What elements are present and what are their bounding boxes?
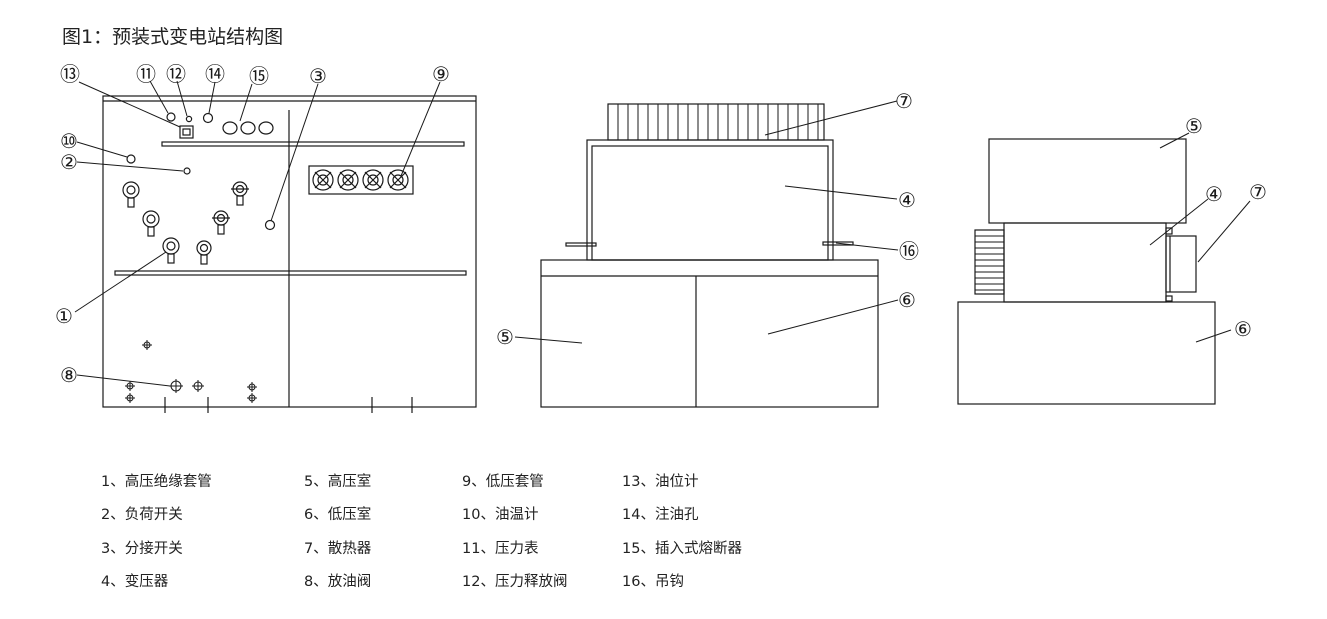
tap-changer	[264, 219, 276, 231]
oil-drain-valves	[125, 340, 257, 403]
callout-number: ④	[1205, 182, 1223, 206]
base-housing	[540, 259, 879, 408]
legend-item: 9、低压套管	[462, 474, 544, 490]
pressure-gauge	[166, 112, 176, 122]
legend-item: 8、放油阀	[304, 574, 372, 590]
callout-number: ⑪	[136, 62, 156, 86]
end-leaders	[1149, 132, 1251, 343]
callout-number: ⑯	[899, 239, 919, 263]
lv-compartment	[957, 301, 1216, 405]
front-leaders	[74, 80, 441, 387]
lower-shelf	[114, 270, 467, 276]
legend-item: 3、分接开关	[101, 541, 183, 557]
legend-item: 6、低压室	[304, 507, 372, 523]
legend-item: 5、高压室	[304, 474, 372, 490]
callout-number: ⑮	[249, 64, 269, 88]
load-switch	[183, 167, 191, 175]
end-view	[957, 132, 1251, 405]
callout-number: ⑩	[60, 129, 78, 153]
hook-left	[565, 242, 597, 247]
callout-number: ⑤	[496, 325, 514, 349]
callout-number: ⑥	[1234, 317, 1252, 341]
transformer-tank	[1003, 222, 1167, 303]
fuse-2	[240, 121, 256, 135]
fuse-1	[222, 121, 238, 135]
legend-item: 12、压力释放阀	[462, 574, 568, 590]
callout-number: ⑥	[898, 288, 916, 312]
legend-item: 16、吊钩	[622, 574, 684, 590]
legend-item: 13、油位计	[622, 474, 699, 490]
front-view	[74, 80, 477, 413]
legend-item: 2、负荷开关	[101, 507, 183, 523]
diagram-title: 图1：预装式变电站结构图	[62, 26, 284, 48]
lv-bushings	[308, 165, 414, 195]
oil-filling-hole	[202, 112, 214, 124]
hv-compartment	[988, 138, 1187, 224]
callout-number: ①	[55, 304, 73, 328]
fuse-3	[258, 121, 274, 135]
callout-number: ⑤	[1185, 114, 1203, 138]
legend-item: 1、高压绝缘套管	[101, 474, 212, 490]
side-view	[514, 100, 899, 408]
radiator	[607, 103, 825, 141]
callout-number: ⑭	[205, 62, 225, 86]
callout-number: ⑦	[895, 89, 913, 113]
legend-item: 10、油温计	[462, 507, 539, 523]
transformer-body	[586, 139, 834, 261]
oil-thermometer	[126, 154, 136, 164]
callout-number: ②	[60, 150, 78, 174]
oil-level-gauge	[179, 125, 194, 139]
callout-number: ⑫	[166, 62, 186, 86]
upper-shelf	[161, 141, 465, 147]
side-leaders	[514, 100, 899, 344]
callout-number: ③	[309, 64, 327, 88]
legend-item: 14、注油孔	[622, 507, 699, 523]
callout-number: ⑬	[60, 62, 80, 86]
callout-number: ④	[898, 188, 916, 212]
pressure-relief-valve	[185, 115, 193, 123]
legend-item: 11、压力表	[462, 541, 539, 557]
hv-bushings	[122, 181, 249, 265]
legend-item: 7、散热器	[304, 541, 372, 557]
callout-number: ⑨	[432, 62, 450, 86]
legend-item: 4、变压器	[101, 574, 169, 590]
legend-item: 15、插入式熔断器	[622, 541, 742, 557]
callout-number: ⑧	[60, 363, 78, 387]
hook-right	[822, 241, 854, 246]
callout-number: ⑦	[1249, 180, 1267, 204]
